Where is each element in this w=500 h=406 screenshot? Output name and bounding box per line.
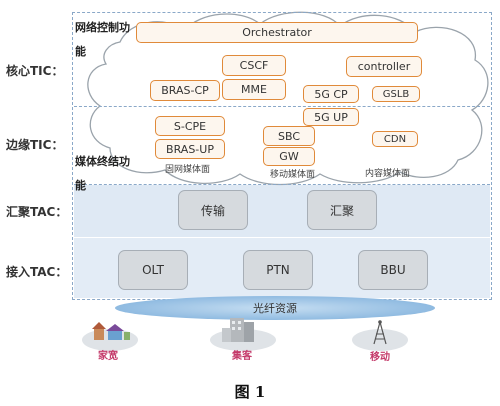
gslb-box: GSLB bbox=[372, 86, 420, 102]
mobile-label: 移动 bbox=[370, 352, 390, 363]
bras-cp-box: BRAS-CP bbox=[150, 80, 220, 101]
mme-box: MME bbox=[222, 79, 286, 100]
control-function-label: 网络控制功能 bbox=[75, 21, 130, 58]
cdn-box: CDN bbox=[372, 131, 418, 147]
aggregation-band bbox=[74, 185, 490, 237]
mobile-tower-icon bbox=[352, 320, 408, 351]
fixed-media-plane-label: 固网媒体面 bbox=[165, 165, 211, 175]
bras-up-box: BRAS-UP bbox=[155, 139, 225, 159]
row-label-aggregation-tac: 汇聚TAC： bbox=[6, 205, 68, 219]
fiber-ellipse bbox=[115, 296, 435, 320]
home-broadband-label: 家宽 bbox=[98, 351, 118, 362]
row-label-edge-tic: 边缘TIC： bbox=[6, 138, 64, 152]
orchestrator-box: Orchestrator bbox=[136, 22, 418, 43]
gw-box: GW bbox=[263, 147, 315, 166]
enterprise-label: 集客 bbox=[232, 351, 252, 362]
5g-up-box: 5G UP bbox=[303, 108, 359, 126]
media-termination-label: 媒体终结功能 bbox=[75, 155, 130, 192]
5g-cp-box: 5G CP bbox=[303, 85, 359, 103]
ptn-box: PTN bbox=[243, 250, 313, 290]
mobile-media-plane-label: 移动媒体面 bbox=[270, 170, 316, 180]
figure-caption: 图 1 bbox=[234, 383, 266, 401]
bbu-box: BBU bbox=[358, 250, 428, 290]
row-label-access-tac: 接入TAC： bbox=[6, 265, 68, 279]
core-edge-divider bbox=[74, 106, 490, 107]
converge-box: 汇聚 bbox=[307, 190, 377, 230]
content-media-plane-label: 内容媒体面 bbox=[365, 169, 411, 179]
fiber-label: 光纤资源 bbox=[253, 302, 297, 315]
controller-box: controller bbox=[346, 56, 422, 77]
edge-aggregation-divider bbox=[74, 184, 490, 185]
cscf-box: CSCF bbox=[222, 55, 286, 76]
s-cpe-box: S-CPE bbox=[155, 116, 225, 136]
home-broadband-icon bbox=[82, 322, 138, 351]
transport-box: 传输 bbox=[178, 190, 248, 230]
sbc-box: SBC bbox=[263, 126, 315, 146]
enterprise-icon bbox=[210, 318, 276, 351]
olt-box: OLT bbox=[118, 250, 188, 290]
row-label-core-tic: 核心TIC： bbox=[6, 64, 64, 78]
